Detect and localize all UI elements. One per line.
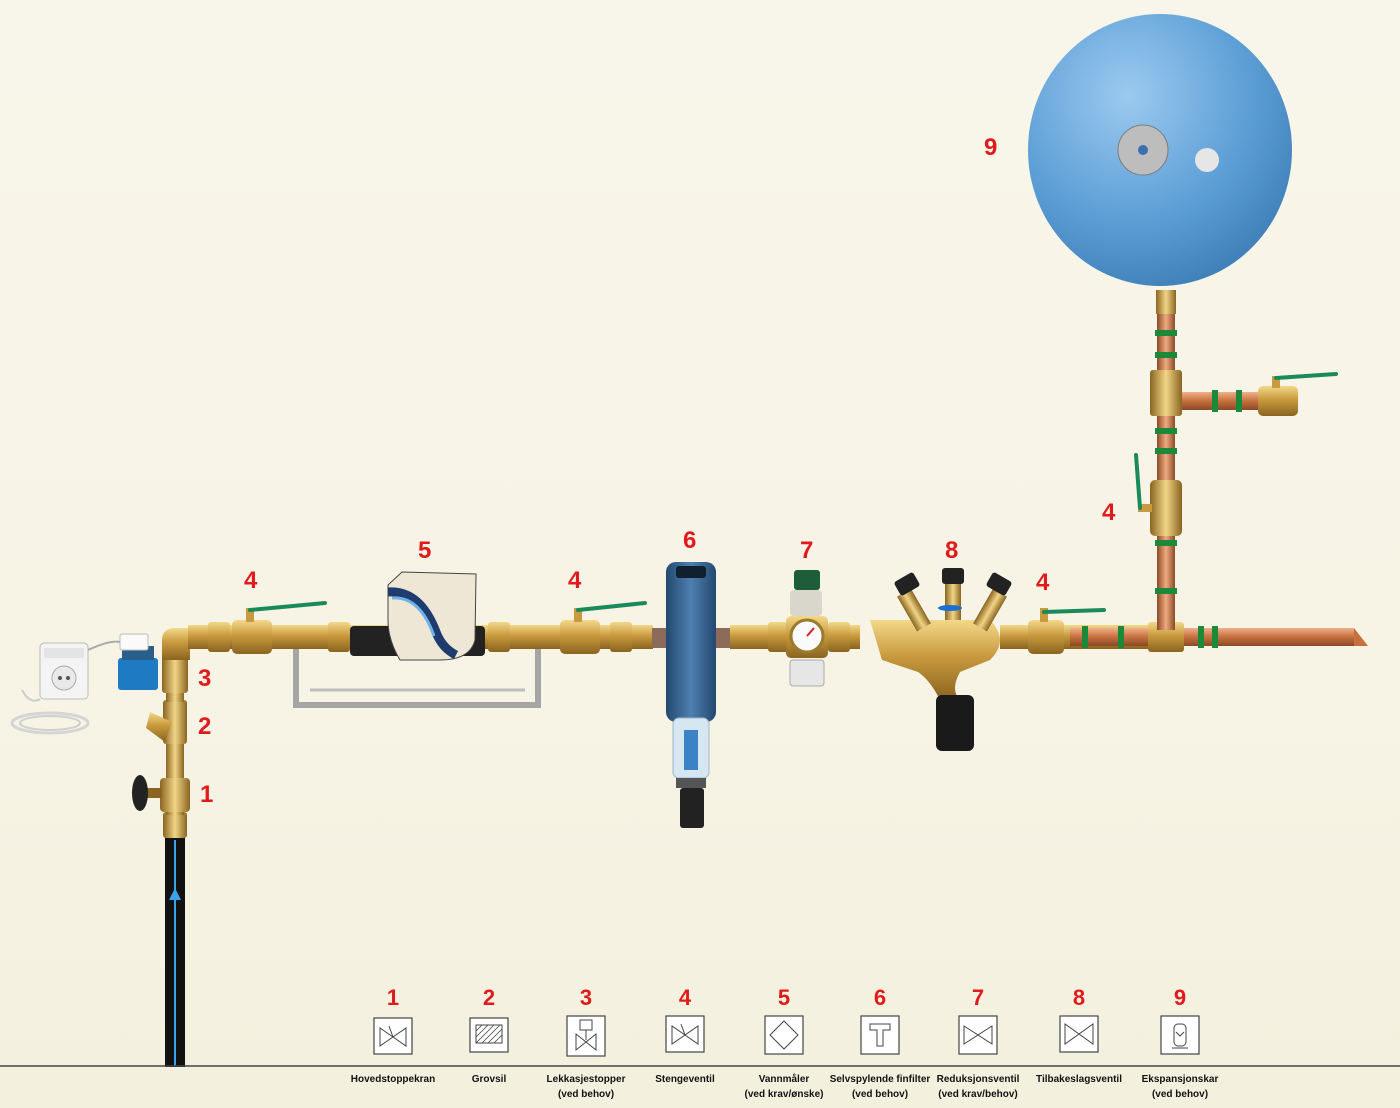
legend-note: (ved krav/behov) bbox=[938, 1089, 1017, 1100]
expansion-tank bbox=[1028, 14, 1292, 286]
legend-number: 9 bbox=[1174, 985, 1186, 1010]
legend-number: 7 bbox=[972, 985, 984, 1010]
legend-name: Hovedstoppekran bbox=[351, 1074, 435, 1085]
legend-note: (ved behov) bbox=[1152, 1089, 1208, 1100]
leak-controller-socket bbox=[10, 640, 121, 735]
legend-item-7: 7 Reduksjonsventil (ved krav/behov) bbox=[937, 985, 1020, 1100]
legend-name: Selvspylende finfilter bbox=[830, 1074, 931, 1085]
flow-arrow-icon bbox=[169, 888, 181, 900]
valve-icon bbox=[373, 1017, 413, 1055]
legend-note: (ved behov) bbox=[558, 1089, 614, 1100]
label-6: 6 bbox=[683, 527, 696, 554]
label-7: 7 bbox=[800, 537, 813, 564]
shutoff-valve-1 bbox=[232, 601, 327, 654]
shutoff-valve-icon bbox=[665, 1015, 705, 1053]
shutoff-valve-3 bbox=[1028, 608, 1106, 654]
legend-item-9: 9 Ekspansjonskar (ved behov) bbox=[1142, 985, 1219, 1100]
reducing-valve-icon bbox=[958, 1015, 998, 1055]
legend-item-4: 4 Stengeventil bbox=[655, 985, 715, 1085]
legend-name: Vannmåler bbox=[759, 1073, 810, 1085]
legend-item-3: 3 Lekkasjestopper (ved behov) bbox=[547, 985, 626, 1100]
legend-number: 3 bbox=[580, 985, 592, 1010]
legend-number: 2 bbox=[483, 985, 495, 1010]
legend-item-6: 6 Selvspylende finfilter (ved behov) bbox=[830, 985, 931, 1100]
label-4-fourth: 4 bbox=[1102, 499, 1116, 526]
legend-number: 4 bbox=[679, 985, 692, 1010]
tank-drain-valve bbox=[1258, 372, 1338, 416]
legend: 1 Hovedstoppekran 2 Grovsil 3 bbox=[351, 985, 1219, 1100]
coarse-strainer bbox=[146, 700, 187, 744]
label-9: 9 bbox=[984, 134, 997, 161]
diagram-number-labels: 1 2 3 4 5 4 6 7 8 4 4 9 bbox=[198, 134, 1116, 808]
legend-name: Tilbakeslagsventil bbox=[1036, 1074, 1122, 1085]
label-4-first: 4 bbox=[244, 567, 258, 594]
label-3: 3 bbox=[198, 665, 211, 692]
legend-number: 6 bbox=[874, 985, 886, 1010]
label-4-third: 4 bbox=[1036, 569, 1050, 596]
leak-stopper bbox=[118, 633, 188, 693]
legend-note: (ved behov) bbox=[852, 1089, 908, 1100]
legend-name: Stengeventil bbox=[655, 1074, 715, 1085]
legend-item-8: 8 Tilbakeslagsventil bbox=[1036, 985, 1122, 1085]
riser-assembly bbox=[118, 628, 190, 838]
water-meter-icon bbox=[764, 1015, 804, 1055]
label-4-second: 4 bbox=[568, 567, 582, 594]
strainer-icon bbox=[469, 1017, 509, 1053]
shutoff-valve-4 bbox=[1134, 453, 1182, 536]
legend-item-1: 1 Hovedstoppekran bbox=[351, 985, 435, 1085]
backflow-check-valve bbox=[870, 568, 1012, 751]
check-valve-icon bbox=[1059, 1015, 1099, 1053]
fine-filter-icon bbox=[860, 1015, 900, 1055]
supply-pipe bbox=[165, 835, 185, 1067]
label-5: 5 bbox=[418, 537, 431, 564]
legend-name: Reduksjonsventil bbox=[937, 1074, 1020, 1085]
main-pipe bbox=[188, 562, 1368, 828]
legend-number: 8 bbox=[1073, 985, 1085, 1010]
label-1: 1 bbox=[200, 781, 213, 808]
tank-riser bbox=[1134, 290, 1338, 630]
legend-number: 5 bbox=[778, 985, 790, 1010]
label-8: 8 bbox=[945, 537, 958, 564]
shutoff-valve-2 bbox=[560, 601, 647, 654]
legend-item-2: 2 Grovsil bbox=[469, 985, 509, 1085]
legend-note: (ved krav/ønske) bbox=[745, 1089, 824, 1100]
water-meter bbox=[350, 571, 485, 661]
pressure-reducing-valve bbox=[786, 570, 828, 687]
legend-name: Lekkasjestopper bbox=[547, 1074, 626, 1085]
main-stopcock bbox=[132, 775, 190, 812]
legend-name: Grovsil bbox=[472, 1074, 507, 1085]
self-cleaning-fine-filter bbox=[652, 562, 730, 828]
label-2: 2 bbox=[198, 713, 211, 740]
legend-name: Ekspansjonskar bbox=[1142, 1074, 1219, 1085]
water-meter-bracket bbox=[293, 642, 541, 708]
legend-item-5: 5 Vannmåler (ved krav/ønske) bbox=[745, 985, 824, 1100]
motor-valve-icon bbox=[566, 1015, 606, 1057]
legend-number: 1 bbox=[387, 985, 399, 1010]
expansion-tank-icon bbox=[1160, 1015, 1200, 1055]
